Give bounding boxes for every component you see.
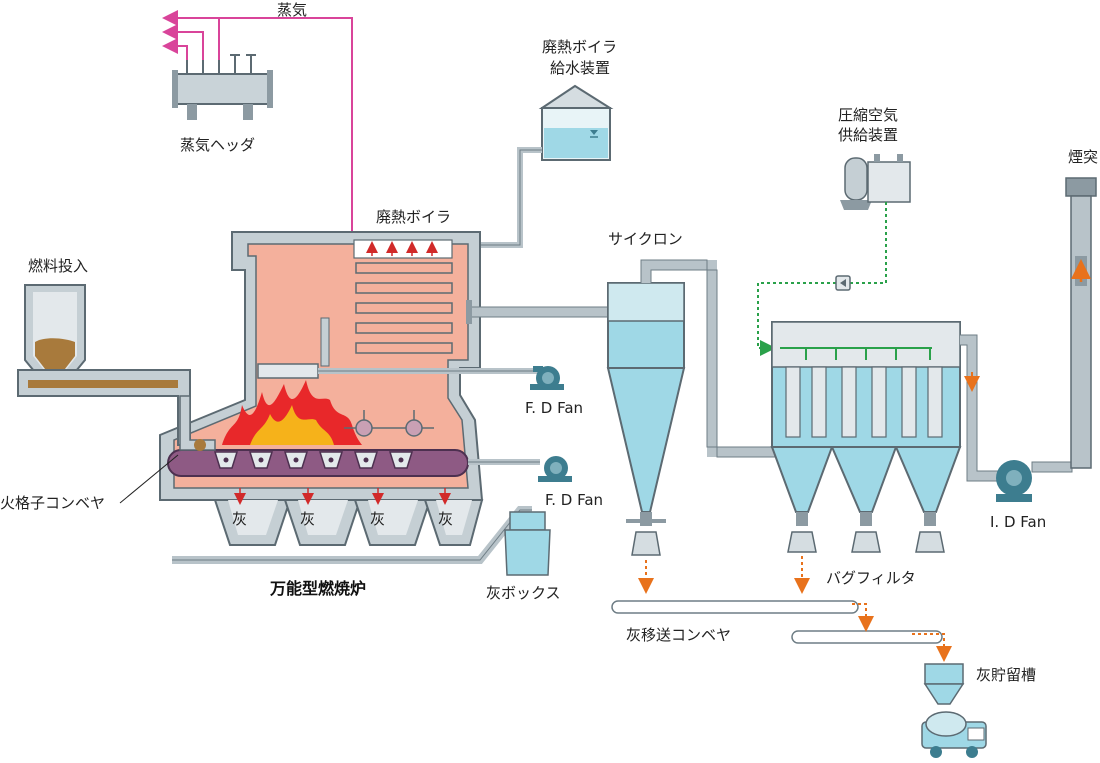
feed-water-pipe — [480, 147, 542, 248]
cyclone-label: サイクロン — [608, 230, 683, 248]
id-fan-label: I. D Fan — [990, 513, 1046, 531]
feed-water-label-2: 給水装置 — [550, 59, 610, 77]
bag-filter-label: バグフィルタ — [826, 569, 916, 587]
furnace-title: 万能型燃焼炉 — [269, 579, 366, 598]
compressed-air-line — [757, 202, 887, 356]
tank-icon — [923, 663, 965, 705]
ash-transfer-conveyor — [611, 600, 943, 644]
ash-label-2: 灰 — [300, 510, 315, 528]
feed-water-tank — [538, 84, 614, 161]
furnace-body — [159, 231, 484, 546]
burner — [257, 363, 540, 379]
feed-water-label-1: 廃熱ボイラ — [542, 38, 617, 56]
steam-label: 蒸気 — [277, 1, 307, 19]
boiler-tubes — [320, 239, 453, 367]
ash-box — [172, 506, 551, 576]
fd-fan-1-label: F. D Fan — [525, 399, 583, 417]
ash-label-4: 灰 — [438, 510, 453, 528]
fuel-input-label: 燃料投入 — [28, 257, 88, 275]
valve-icon — [835, 275, 851, 291]
ash-transfer-conveyor-label: 灰移送コンベヤ — [626, 626, 731, 644]
chimney-label: 煙突 — [1068, 148, 1098, 166]
air-distributors — [344, 410, 434, 437]
grate-conveyor-leader — [119, 454, 179, 504]
flame-icon — [222, 380, 362, 445]
ash-label-3: 灰 — [370, 510, 385, 528]
grate-conveyor — [167, 449, 469, 477]
fuel-hopper — [17, 284, 216, 451]
compressed-air-label-1: 圧縮空気 — [838, 106, 898, 124]
cyclone — [606, 282, 686, 556]
mixer-truck-icon — [921, 711, 987, 758]
fan-icon — [538, 456, 572, 482]
steam-header — [172, 54, 273, 120]
ash-storage-tank-label: 灰貯留槽 — [976, 666, 1036, 684]
ash-label-1: 灰 — [232, 510, 247, 528]
ash-box-label: 灰ボックス — [486, 584, 561, 602]
steam-lines — [162, 10, 353, 232]
compressor-icon — [840, 154, 911, 210]
grate-conveyor-label: 火格子コンベヤ — [0, 494, 105, 512]
fan-icon — [996, 460, 1073, 502]
steam-header-label: 蒸気ヘッダ — [180, 136, 255, 154]
bag-filter — [770, 321, 962, 553]
compressed-air-label-2: 供給装置 — [838, 126, 898, 144]
chimney — [1065, 177, 1097, 469]
waste-heat-boiler-label: 廃熱ボイラ — [376, 208, 451, 226]
fan-icon — [530, 366, 564, 390]
fd-fan-2-label: F. D Fan — [545, 491, 603, 509]
